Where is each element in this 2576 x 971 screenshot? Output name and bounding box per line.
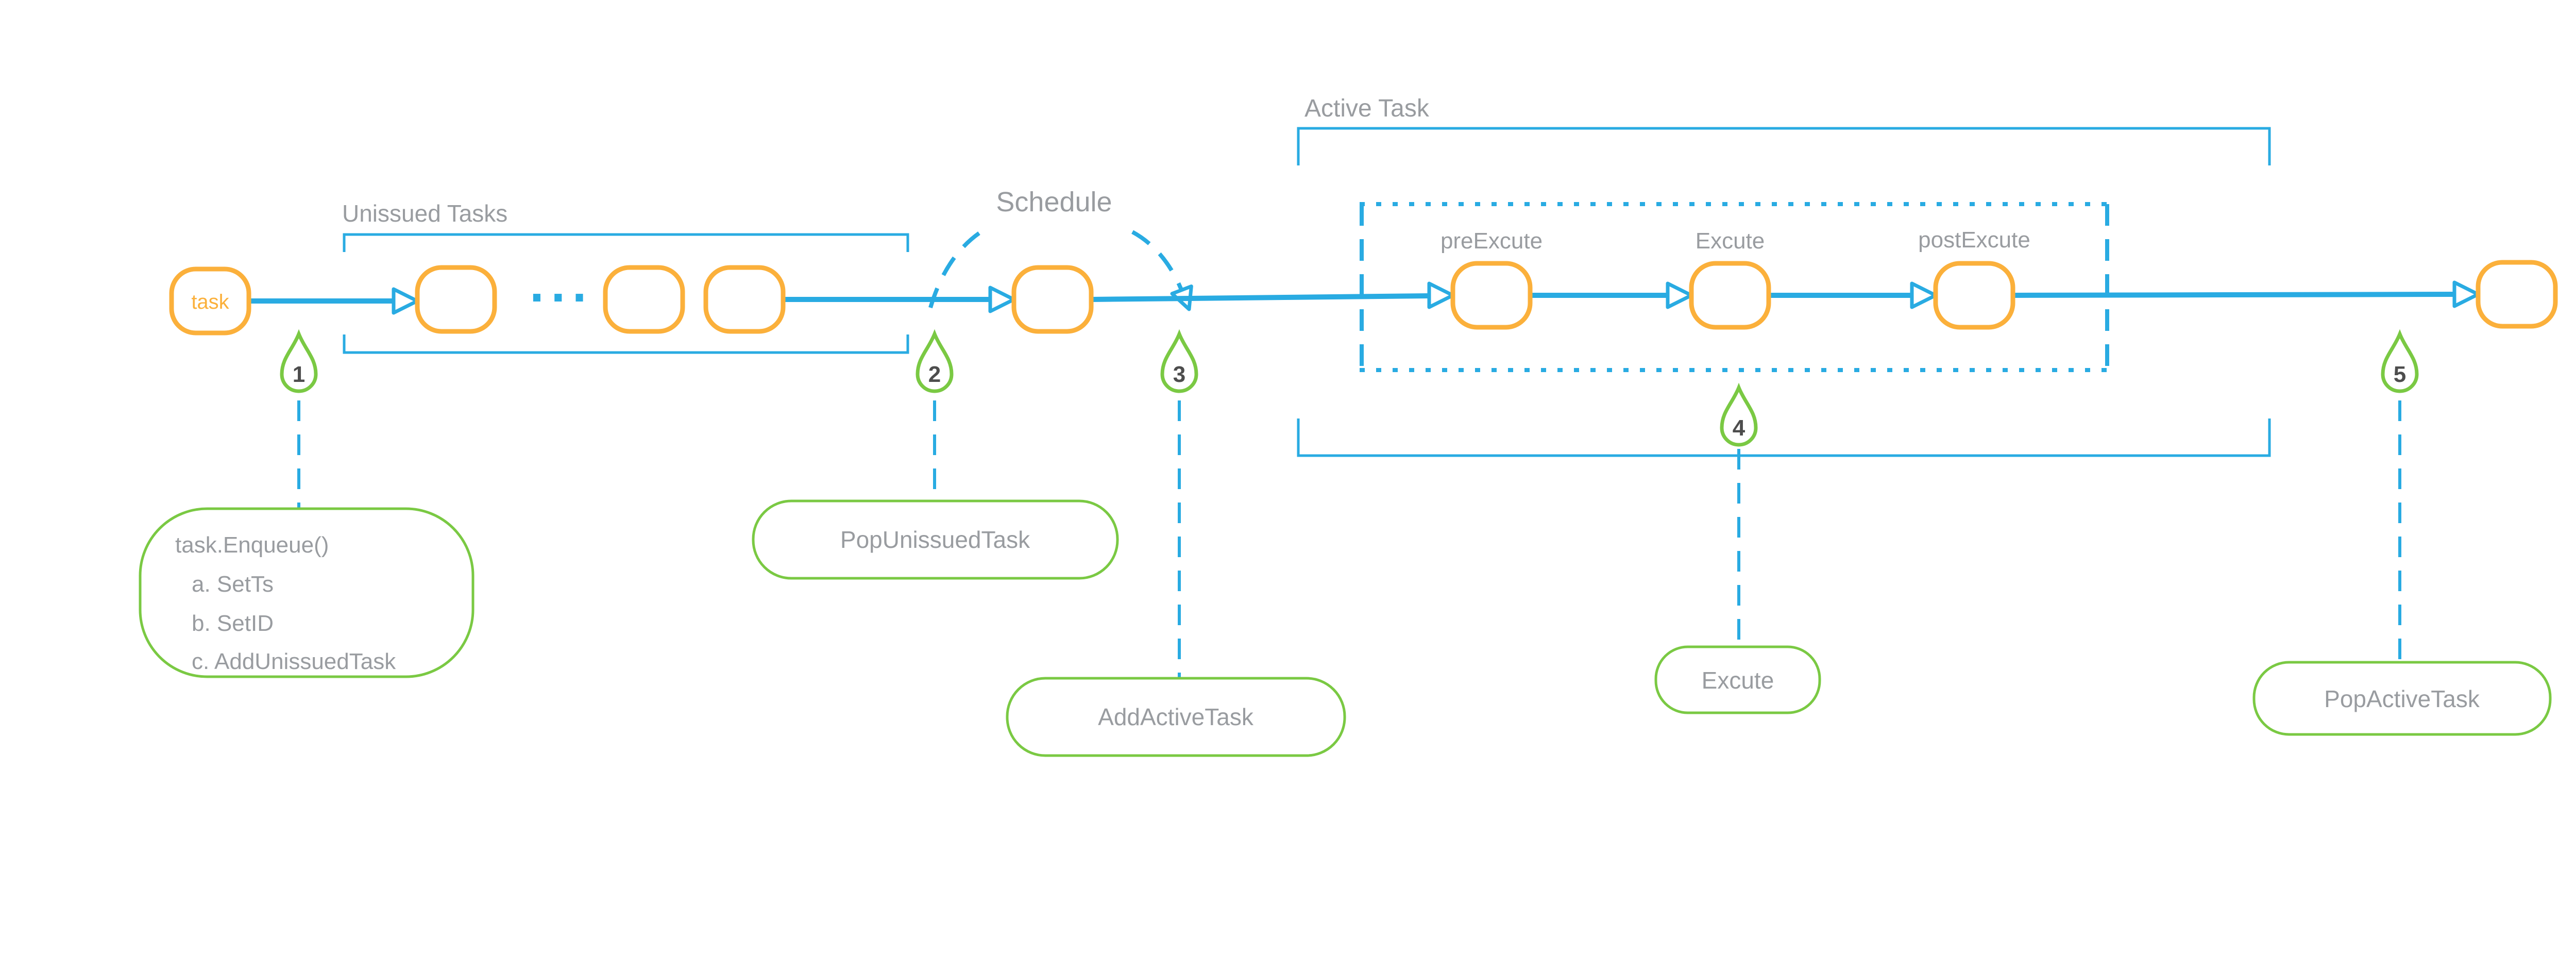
done-node xyxy=(2476,260,2558,329)
active-task-dotted-box xyxy=(1360,202,2109,372)
step-marker-3 xyxy=(1160,329,1198,393)
callout-pop-unissued-box xyxy=(752,499,1119,580)
post-excute-node xyxy=(1933,261,2015,330)
flow-arrowhead-6 xyxy=(2452,280,2480,308)
excute-node xyxy=(1689,261,1771,330)
step-marker-2 xyxy=(916,329,954,393)
post-excute-label: postExcute xyxy=(1918,227,2030,253)
flow-arrowhead-5 xyxy=(1910,281,1938,309)
schedule-arc-left xyxy=(928,224,992,309)
callout-pop-active-label: PopActiveTask xyxy=(2324,685,2480,712)
flow-arrowhead-2 xyxy=(988,286,1016,313)
callout-enqueue: task.Enqueue() a. SetTs b. SetID c. AddU… xyxy=(139,507,474,678)
callout-excute-label: Excute xyxy=(1702,667,1774,694)
pre-excute-label: preExcute xyxy=(1440,228,1543,254)
callout-add-active-label: AddActiveTask xyxy=(1098,704,1254,730)
step-marker-4-number: 4 xyxy=(1733,415,1745,441)
queue-node-1 xyxy=(415,265,497,334)
callout-pop-unissued-label: PopUnissuedTask xyxy=(840,526,1030,553)
callout-pop-unissued: PopUnissuedTask xyxy=(752,499,1119,580)
flow-line-3 xyxy=(1091,293,1429,302)
callout-enqueue-title: task.Enqueue() xyxy=(175,532,329,558)
flow-arrowhead-3 xyxy=(1427,281,1455,309)
unissued-tasks-label: Unissued Tasks xyxy=(342,200,507,227)
excute-label: Excute xyxy=(1696,228,1765,254)
callout-enqueue-item-b: b. SetID xyxy=(192,611,274,636)
callout-enqueue-item-a: a. SetTs xyxy=(192,572,274,597)
callout-enqueue-box xyxy=(139,507,474,678)
task-node xyxy=(169,266,251,336)
active-task-label: Active Task xyxy=(1304,95,1430,122)
schedule-arc-right xyxy=(1131,230,1185,296)
unissued-tasks-bracket-bottom xyxy=(343,334,909,354)
callout-pop-active: PopActiveTask xyxy=(2252,661,2552,736)
step-marker-1 xyxy=(280,329,318,393)
step-marker-5 xyxy=(2381,329,2419,393)
flow-arrowhead-4 xyxy=(1666,281,1693,309)
active-task-bracket-bottom xyxy=(1297,418,2271,457)
flow-arrowhead-1 xyxy=(392,287,419,315)
queue-node-2 xyxy=(603,265,685,334)
pre-excute-node xyxy=(1450,261,1533,330)
active-task-bracket-top xyxy=(1297,127,2271,165)
step-marker-4 xyxy=(1720,382,1758,447)
callout-add-active-box xyxy=(1006,677,1346,757)
callout-excute: Excute xyxy=(1654,645,1821,714)
step-marker-1-number: 1 xyxy=(293,362,305,387)
step-marker-5-number: 5 xyxy=(2394,362,2406,387)
flow-line-6 xyxy=(2012,292,2454,298)
schedule-label: Schedule xyxy=(996,187,1112,217)
callout-add-active: AddActiveTask xyxy=(1006,677,1346,757)
callout-excute-box xyxy=(1654,645,1821,714)
step-marker-3-number: 3 xyxy=(1173,362,1185,387)
unissued-tasks-bracket-top xyxy=(343,233,909,252)
callout-pop-active-box xyxy=(2252,661,2552,736)
task-node-label: task xyxy=(191,291,229,313)
queue-ellipsis: ··· xyxy=(530,269,594,326)
step-marker-2-number: 2 xyxy=(928,362,941,387)
scheduler-node xyxy=(1011,265,1094,334)
callout-enqueue-item-c: c. AddUnissuedTask xyxy=(192,649,396,674)
queue-node-3 xyxy=(703,265,786,334)
